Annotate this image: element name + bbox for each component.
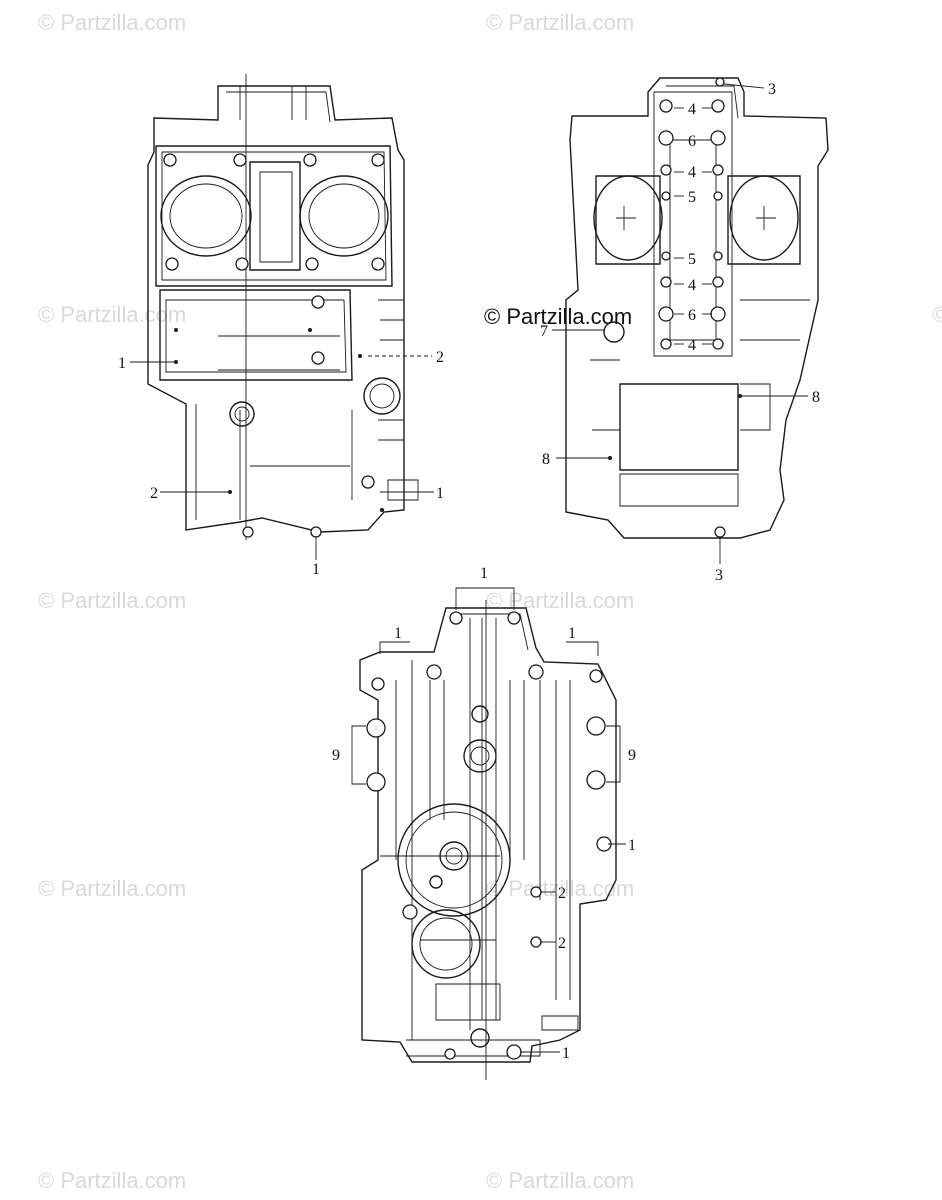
callout-label: 1	[436, 485, 444, 502]
callout-label: 1	[628, 837, 636, 854]
callout-label: 2	[150, 485, 158, 502]
callout-label: 9	[332, 747, 340, 764]
callout-label: 6	[688, 307, 696, 324]
crankcase-upper-left-view: 1 2 2 1 1	[118, 74, 444, 578]
watermark: © Partzilla.com	[38, 876, 186, 901]
watermark: © Partzilla.com	[38, 302, 186, 327]
bolt-heads	[608, 77, 742, 538]
leader-lines	[552, 83, 808, 564]
watermark: © Partzilla.com	[932, 302, 942, 327]
callout-label: 3	[768, 81, 776, 98]
crankcase-lower-view: 1 1 1 9 9 1 2 2 1	[332, 565, 636, 1080]
callout-label: 1	[394, 625, 402, 642]
bolt-heads	[366, 611, 612, 1060]
callout-label: 8	[542, 451, 550, 468]
watermark: © Partzilla.com	[38, 10, 186, 35]
callout-label: 1	[562, 1045, 570, 1062]
callout-label: 6	[688, 133, 696, 150]
callout-label: 7	[540, 323, 548, 340]
callout-label: 8	[812, 389, 820, 406]
callout-label: 4	[688, 101, 696, 118]
callout-label: 4	[688, 164, 696, 181]
callout-label: 5	[688, 251, 696, 268]
crankcase-upper-right-view: 3 4 6 4 5 5 4 6 4 7 8 8 3 © Partzilla.co…	[484, 77, 829, 584]
callout-label: 2	[558, 935, 566, 952]
callout-label: 1	[568, 625, 576, 642]
center-watermark: © Partzilla.com	[484, 304, 632, 329]
bolt-heads	[163, 153, 385, 538]
watermark: © Partzilla.com	[486, 10, 634, 35]
watermark: © Partzilla.com	[486, 1168, 634, 1193]
callout-label: 9	[628, 747, 636, 764]
callout-label: 1	[480, 565, 488, 582]
watermark: © Partzilla.com	[38, 588, 186, 613]
callout-label: 5	[688, 189, 696, 206]
callout-label: 3	[715, 567, 723, 584]
leader-lines	[130, 355, 434, 560]
watermark: © Partzilla.com	[486, 876, 634, 901]
callout-label: 1	[312, 561, 320, 578]
watermark: © Partzilla.com	[486, 588, 634, 613]
callout-label: 2	[558, 885, 566, 902]
leader-lines	[351, 587, 626, 1053]
callout-label: 4	[688, 277, 696, 294]
watermark: © Partzilla.com	[38, 1168, 186, 1193]
callout-label: 4	[688, 337, 696, 354]
watermark-layer: © Partzilla.com © Partzilla.com © Partzi…	[38, 10, 942, 1193]
callout-label: 1	[118, 355, 126, 372]
callout-label: 2	[436, 349, 444, 366]
